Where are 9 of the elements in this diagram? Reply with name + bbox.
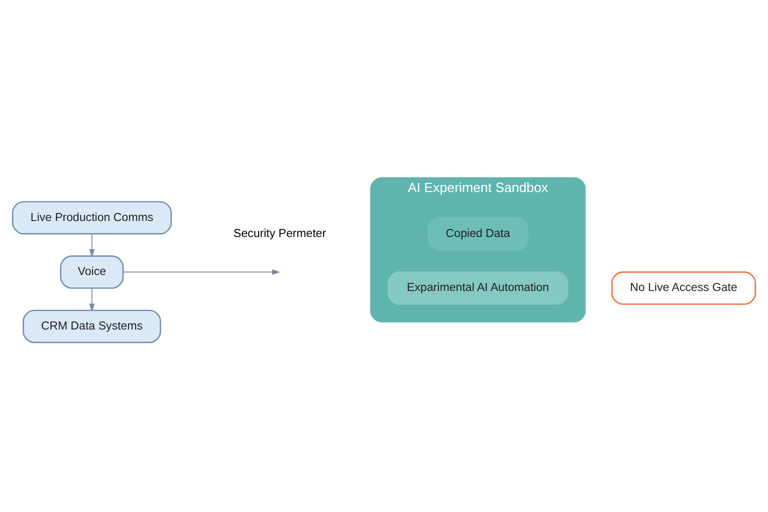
node-box: CRM Data Systems [22, 309, 162, 343]
node-box: Live Production Comms [12, 200, 172, 234]
arrow [89, 232, 95, 257]
node-box: No Live Access Gate [611, 270, 756, 304]
arrow [122, 268, 280, 274]
label: Security Permeter [234, 227, 326, 240]
arrow [89, 287, 95, 312]
node-box: Voice [60, 254, 124, 288]
node-box: Exparimental AI Automation [388, 270, 568, 304]
